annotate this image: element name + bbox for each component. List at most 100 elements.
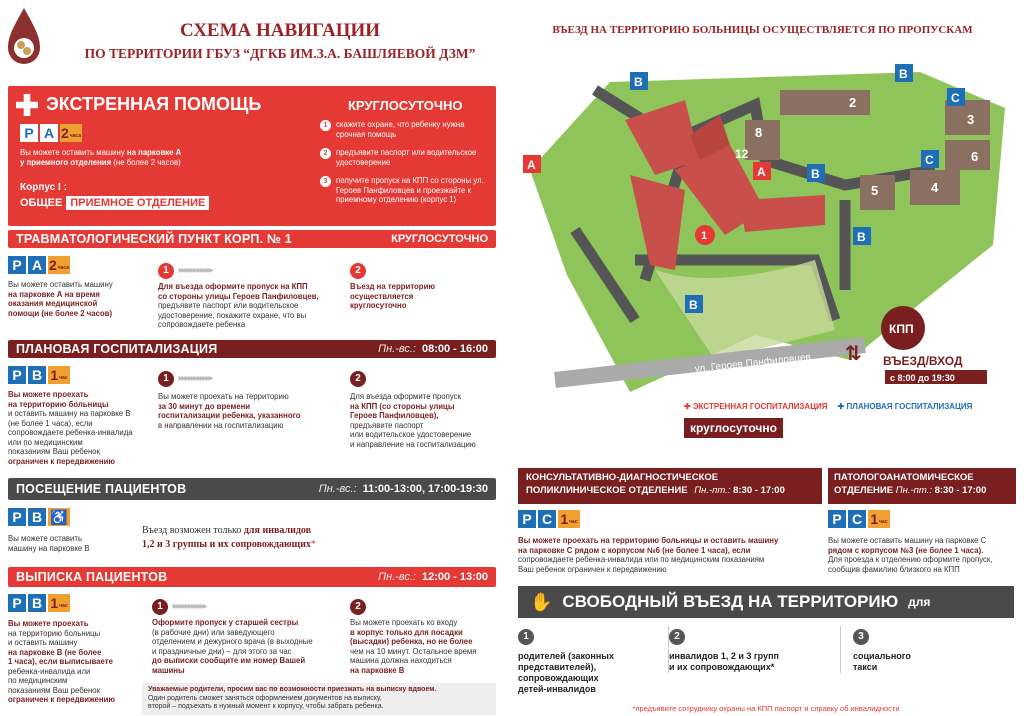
patho-bar: ПАТОЛОГОАНАТОМИЧЕСКОЕ ОТДЕЛЕНИЕ Пн.-пт.:… <box>828 468 1016 504</box>
parking-c-sign <box>921 150 939 168</box>
medical-cross-icon <box>16 94 38 116</box>
trauma-step-2: 2 <box>350 260 366 279</box>
building-6 <box>945 140 990 170</box>
building-8 <box>745 120 780 160</box>
building-label-1 <box>695 225 715 245</box>
emergency-title: ЭКСТРЕННАЯ ПОМОЩЬ <box>46 94 262 114</box>
parking-b-sign <box>895 64 913 82</box>
building-main-east <box>740 195 825 232</box>
page-title: СХЕМА НАВИГАЦИИ <box>179 20 381 41</box>
hospital-logo <box>6 6 42 68</box>
parking-b-sign <box>685 295 703 313</box>
entry-arrows-icon: ⇅ <box>845 341 862 365</box>
building-main-north <box>625 100 700 175</box>
parking-a-sign <box>523 155 541 173</box>
building-main-west <box>630 175 685 270</box>
kpp-marker <box>881 306 925 350</box>
svg-text:2: 2 <box>849 95 856 110</box>
dept-label: ОБЩЕЕ ПРИЕМНОЕ ОТДЕЛЕНИЕ <box>20 196 210 210</box>
svg-text:ВЪЕЗД/ВХОД: ВЪЕЗД/ВХОД <box>883 354 963 368</box>
korpus-label: Корпус I : <box>20 182 67 193</box>
svg-text:A: A <box>527 158 536 172</box>
discharge-step-2: 2 <box>350 596 366 615</box>
planned-step-2: 2 <box>350 368 366 387</box>
consult-text: Вы можете проехать на территорию больниц… <box>518 536 779 574</box>
svg-text:1: 1 <box>701 230 707 242</box>
svg-text:с 8:00 до 19:30: с 8:00 до 19:30 <box>890 373 955 383</box>
svg-text:C: C <box>951 91 960 105</box>
svg-text:КПП: КПП <box>889 322 914 336</box>
svg-text:B: B <box>857 230 866 244</box>
building-12 <box>690 115 730 160</box>
parking-a-sign <box>753 162 771 180</box>
legend-planned: ✚ ПЛАНОВАЯ ГОСПИТАЛИЗАЦИЯ <box>837 402 973 411</box>
svg-text:8: 8 <box>755 125 762 140</box>
map-legend: ✚ ЭКСТРЕННАЯ ГОСПИТАЛИЗАЦИЯ ✚ ПЛАНОВАЯ Г… <box>684 402 972 411</box>
emergency-hours: КРУГЛОСУТОЧНО <box>348 98 463 113</box>
discharge-notice: Уважаемые родители, просим вас по возмож… <box>142 683 496 715</box>
legend-emergency: ✚ ЭКСТРЕННАЯ ГОСПИТАЛИЗАЦИЯ <box>684 402 828 411</box>
legend-hours-badge: круглосуточно <box>684 418 783 438</box>
pass-notice: ВЪЕЗД НА ТЕРРИТОРИЮ БОЛЬНИЦЫ ОСУЩЕСТВЛЯЕ… <box>552 24 973 36</box>
svg-text:B: B <box>811 167 820 181</box>
discharge-step-1: 1 ▸▸▸▸▸▸▸▸▸▸▸ <box>152 596 208 615</box>
free-entry-bar: ✋ СВОБОДНЫЙ ВЪЕЗД НА ТЕРРИТОРИЮ для <box>518 586 1014 618</box>
planned-step-1: 1 ▸▸▸▸▸▸▸▸▸▸▸ <box>158 368 214 387</box>
entry-hours-badge <box>885 370 987 384</box>
territory-map: ул. Героев Панфиловцев 1 2 3 4 5 6 8 12 … <box>523 64 1005 392</box>
parking-b-sign <box>630 72 648 90</box>
wheelchair-icon: ♿ <box>48 508 70 526</box>
footnote: *предъявите сотруднику охраны на КПП пас… <box>632 704 900 713</box>
hand-icon: ✋ <box>530 591 553 612</box>
building-2 <box>780 90 870 115</box>
parking-letter: A <box>40 124 58 142</box>
parking-p-icon: P <box>20 124 38 142</box>
svg-text:3: 3 <box>967 112 974 127</box>
svg-text:4: 4 <box>931 180 939 195</box>
discharge-step-1-text: Оформите пропуск у старшей сестры(в рабо… <box>152 618 313 675</box>
parking-c-sign <box>947 88 965 106</box>
svg-text:12: 12 <box>735 147 749 161</box>
consult-bar: КОНСУЛЬТАТИВНО-ДИАГНОСТИЧЕСКОЕ ПОЛИКЛИНИ… <box>518 468 822 504</box>
building-5 <box>860 175 895 210</box>
svg-text:A: A <box>757 165 766 179</box>
park-area <box>655 260 835 360</box>
svg-text:6: 6 <box>971 149 978 164</box>
svg-text:C: C <box>925 153 934 167</box>
parking-b-sign <box>853 227 871 245</box>
emergency-parking-text: Вы можете оставить машину на парковке А … <box>20 148 182 167</box>
building-4 <box>910 170 960 205</box>
parking-b-sign <box>807 164 825 182</box>
page-subtitle: ПО ТЕРРИТОРИИ ГБУЗ “ДГКБ ИМ.З.А. БАШЛЯЕВ… <box>84 46 476 61</box>
svg-text:5: 5 <box>871 183 878 198</box>
svg-text:B: B <box>899 67 908 81</box>
street-road <box>554 337 866 388</box>
